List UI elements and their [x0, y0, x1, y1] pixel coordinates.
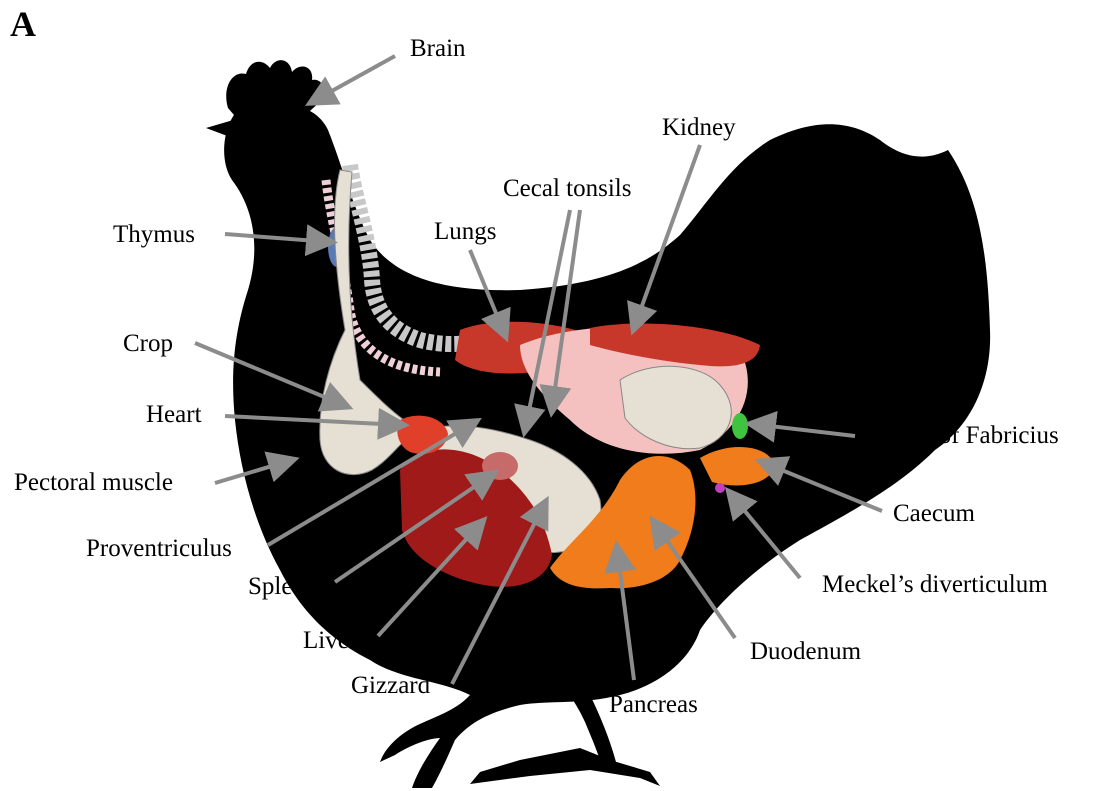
label-lungs: Lungs: [434, 218, 497, 245]
label-caecum: Caecum: [893, 500, 975, 527]
label-duodenum: Duodenum: [750, 638, 862, 665]
label-thymus: Thymus: [113, 221, 195, 248]
foot: [470, 748, 660, 786]
label-bursa-of-fabricius: Bursa of Fabricius: [874, 422, 1059, 449]
label-kidney: Kidney: [662, 114, 736, 141]
label-brain: Brain: [410, 35, 466, 62]
label-cecal-tonsils: Cecal tonsils: [503, 175, 631, 202]
label-pectoral-muscle: Pectoral muscle: [14, 469, 173, 496]
panel-letter: A: [10, 4, 36, 44]
label-gizzard: Gizzard: [351, 672, 431, 699]
meckels-diverticulum: [715, 483, 725, 493]
bursa-of-fabricius: [732, 413, 748, 439]
label-proventriculus: Proventriculus: [86, 535, 232, 562]
label-meckels-diverticulum: Meckel’s diverticulum: [822, 571, 1048, 598]
label-crop: Crop: [123, 330, 173, 357]
label-heart: Heart: [146, 401, 202, 428]
label-pancreas: Pancreas: [609, 691, 698, 718]
arrow-brain: [312, 56, 395, 102]
label-liver: Liver: [303, 627, 358, 654]
label-spleen: Spleen: [248, 573, 317, 600]
